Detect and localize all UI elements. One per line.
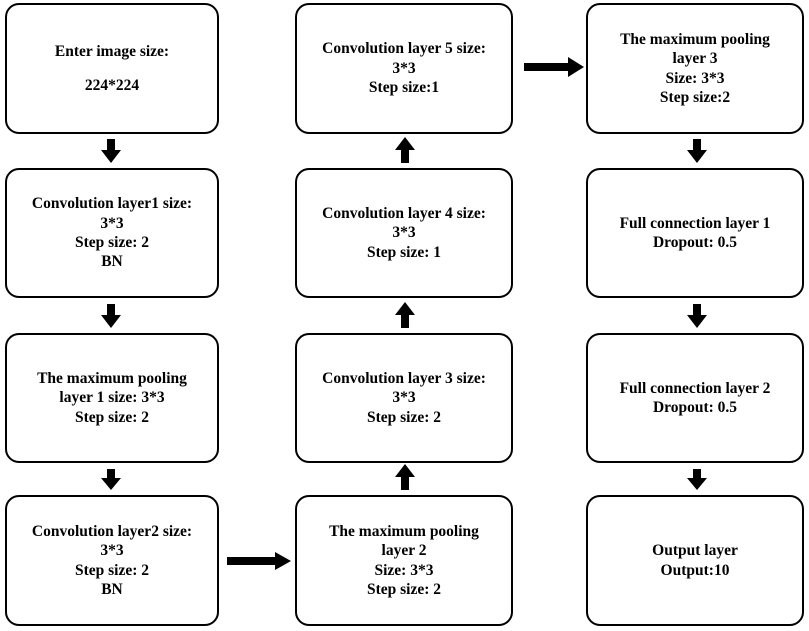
- node-conv1: Convolution layer1 size: 3*3 Step size: …: [5, 168, 219, 298]
- node-conv4: Convolution layer 4 size: 3*3 Step size:…: [295, 168, 513, 298]
- arrow-input-to-conv1: [101, 139, 121, 163]
- node-conv1-line-3: Step size: 2: [74, 234, 150, 251]
- node-output-line-1: Output layer: [652, 542, 738, 560]
- node-pool2-line-4: Step size: 2: [366, 580, 442, 598]
- node-conv2-line-4: BN: [101, 580, 123, 598]
- node-pool3: The maximum pooling layer 3 Size: 3*3 St…: [586, 3, 804, 134]
- node-conv3-line-1: Convolution layer 3 size:: [322, 369, 486, 387]
- node-input: Enter image size: 224*224: [5, 3, 219, 134]
- node-pool3-line-4: Step size:2: [659, 88, 731, 106]
- node-pool1: The maximum pooling layer 1 size: 3*3 St…: [5, 333, 219, 463]
- node-conv4-line-2: 3*3: [392, 224, 416, 242]
- arrow-pool2-to-conv3: [395, 464, 415, 490]
- node-pool1-line-3: Step size: 2: [74, 408, 150, 426]
- node-conv4-line-1: Convolution layer 4 size:: [322, 204, 486, 222]
- node-fc2: Full connection layer 2 Dropout: 0.5: [586, 333, 804, 463]
- node-conv1-line-1: Convolution layer1 size:: [31, 195, 193, 213]
- node-pool2-line-3: Size: 3*3: [374, 561, 434, 579]
- node-conv2: Convolution layer2 size: 3*3 Step size: …: [5, 495, 219, 626]
- node-pool1-line-1: The maximum pooling: [37, 369, 187, 387]
- arrow-fc2-to-output: [687, 469, 707, 490]
- node-conv5-line-3: Step size:1: [368, 79, 440, 97]
- node-pool2-line-2: layer 2: [381, 542, 427, 560]
- arrow-conv5-to-pool3: [524, 57, 584, 77]
- node-fc1: Full connection layer 1 Dropout: 0.5: [586, 168, 804, 298]
- arrow-conv4-to-conv5: [395, 137, 415, 163]
- node-conv2-line-2: 3*3: [100, 542, 124, 560]
- node-conv5-line-1: Convolution layer 5 size:: [322, 40, 486, 58]
- node-conv3-line-2: 3*3: [392, 389, 416, 407]
- node-fc2-line-2: Dropout: 0.5: [652, 399, 738, 416]
- node-conv5: Convolution layer 5 size: 3*3 Step size:…: [295, 3, 513, 134]
- node-output: Output layer Output:10: [586, 495, 804, 626]
- arrow-conv3-to-conv4: [395, 302, 415, 328]
- node-pool3-line-1: The maximum pooling: [620, 30, 770, 48]
- node-output-line-2: Output:10: [660, 561, 730, 579]
- arrow-pool3-to-fc1: [687, 139, 707, 163]
- node-conv3-line-3: Step size: 2: [366, 408, 442, 426]
- arrow-pool1-to-conv2: [101, 469, 121, 490]
- node-conv1-line-4: BN: [101, 253, 123, 271]
- node-conv1-line-2: 3*3: [100, 214, 124, 232]
- node-fc2-line-1: Full connection layer 2: [619, 379, 771, 397]
- node-pool3-line-2: layer 3: [672, 50, 718, 68]
- node-pool1-line-2: layer 1 size: 3*3: [59, 389, 165, 407]
- arrow-fc1-to-fc2: [687, 304, 707, 328]
- arrow-conv1-to-pool1: [101, 304, 121, 328]
- node-conv2-line-3: Step size: 2: [74, 561, 150, 579]
- node-fc1-line-1: Full connection layer 1: [619, 214, 771, 232]
- node-input-line-1: Enter image size:: [54, 43, 170, 61]
- node-fc1-line-2: Dropout: 0.5: [652, 234, 738, 251]
- node-pool3-line-3: Size: 3*3: [665, 69, 725, 87]
- node-conv3: Convolution layer 3 size: 3*3 Step size:…: [295, 333, 513, 463]
- node-pool2: The maximum pooling layer 2 Size: 3*3 St…: [295, 495, 513, 626]
- node-conv4-line-3: Step size: 1: [366, 243, 442, 261]
- node-pool2-line-1: The maximum pooling: [329, 522, 479, 540]
- node-input-line-2: 224*224: [84, 76, 140, 94]
- node-conv2-line-1: Convolution layer2 size:: [31, 522, 193, 540]
- arrow-conv2-to-pool2: [227, 552, 291, 570]
- node-conv5-line-2: 3*3: [392, 59, 416, 77]
